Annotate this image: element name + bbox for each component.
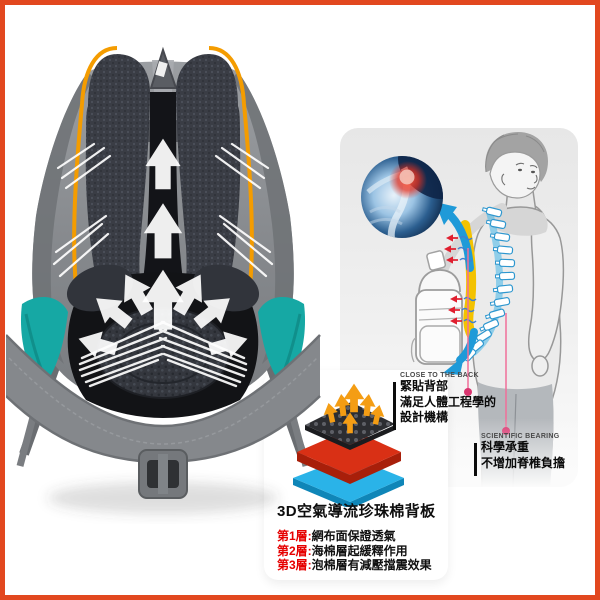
annotation-bar: [393, 382, 396, 430]
spine: [463, 206, 516, 362]
flex-arrow-bottom: [443, 328, 478, 375]
center-air-channel: [142, 92, 184, 288]
sponge-layer-red: [297, 429, 401, 484]
face-details: [501, 162, 538, 190]
speed-lines: [52, 142, 274, 278]
shoulder-xray-inset: [361, 156, 443, 238]
annotation-close-to-back: CLOSE TO THE BACK 緊貼背部 滿足人體工程學的 設計機構: [393, 372, 496, 430]
annotation-bar: [474, 443, 477, 476]
belt-buckle: [138, 449, 188, 499]
annotation-tag: CLOSE TO THE BACK: [400, 372, 479, 379]
annotation-tag: SCIENTIFIC BEARING: [481, 433, 560, 440]
cushion-title: 3D空氣導流珍珠棉背板: [277, 503, 436, 520]
head: [485, 132, 548, 199]
cushion-row-2: 第2層:海棉層起緩釋作用: [277, 543, 408, 558]
cushion-row-1: 第1層:網布面保證透氣: [277, 529, 396, 543]
cushion-description: 3D空氣導流珍珠棉背板 第1層:網布面保證透氣 第2層:海棉層起緩釋作用 第3層…: [277, 500, 436, 573]
cushion-layers-diagram: [293, 383, 404, 507]
person-spine-diagram: [340, 132, 578, 487]
ergonomic-diagram-card: [340, 128, 578, 487]
annotation-scientific-bearing: SCIENTIFIC BEARING 科學承重 不增加脊椎負擔: [474, 433, 565, 476]
heat-escape-arrows: [444, 234, 477, 325]
backpack-illustration: [6, 46, 321, 514]
cushion-row-3: 第3層:泡棉層有減壓擋震效果: [277, 558, 432, 573]
speed-lines-lower: [78, 320, 248, 388]
